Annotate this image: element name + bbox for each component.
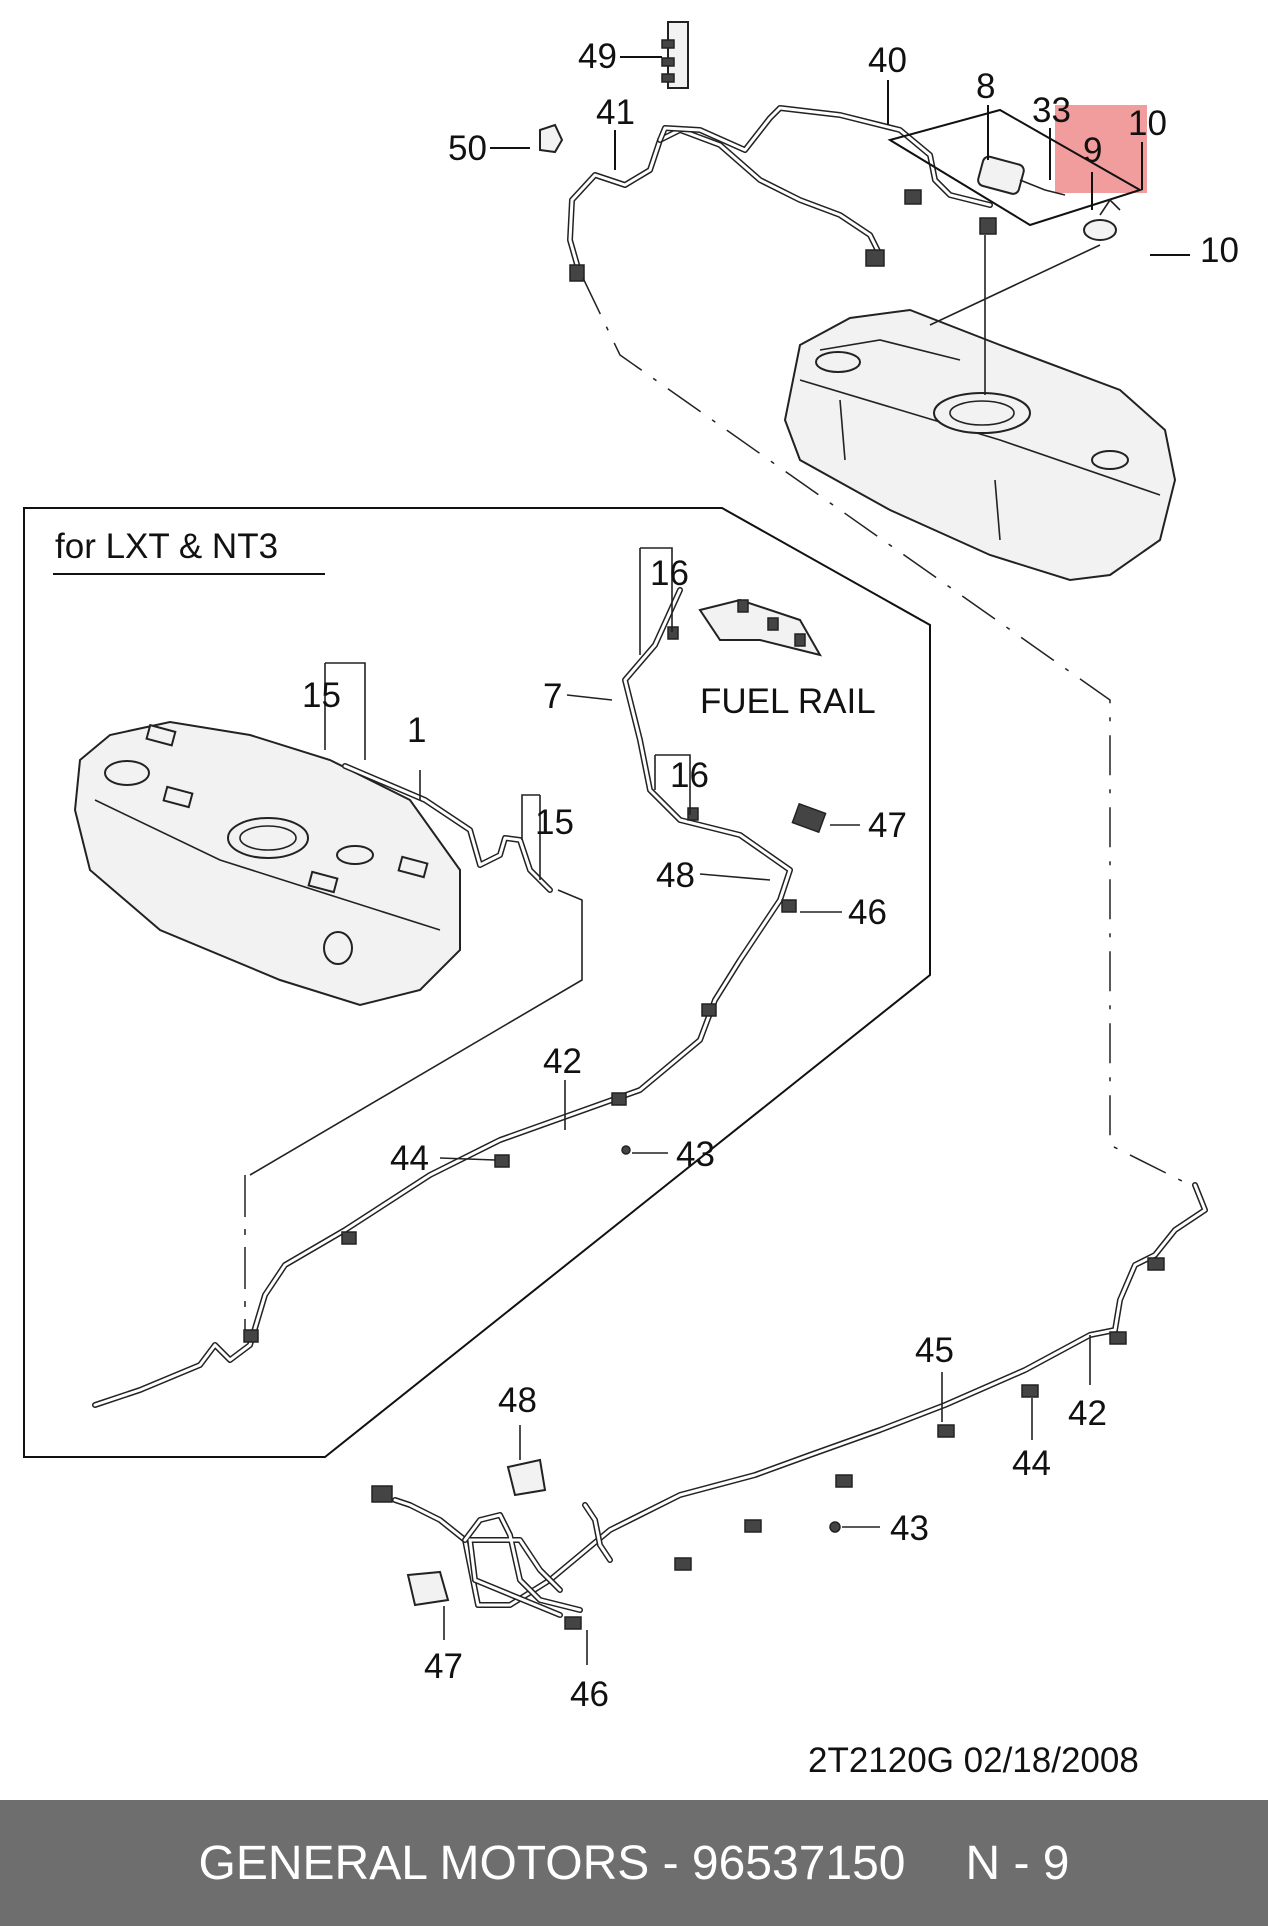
leader-16b (654, 754, 691, 815)
footer-bar: GENERAL MOTORS - 96537150 N - 9 (0, 1800, 1268, 1926)
callout-15b: 15 (535, 803, 574, 842)
fuel-rail-label: FUEL RAIL (700, 682, 876, 721)
part-9-highlight (1055, 105, 1147, 193)
callout-1: 1 (407, 711, 426, 750)
clip-inset-a (341, 1231, 357, 1245)
leader-16a (639, 547, 673, 655)
callout-46b: 46 (570, 1675, 609, 1714)
leader-7 (566, 694, 613, 701)
diagram-code: 2T2120G 02/18/2008 (808, 1741, 1139, 1780)
main-fuel-tank (783, 308, 1177, 582)
clip-lower-44 (1021, 1384, 1039, 1398)
inset-frame (23, 507, 931, 1458)
clip-inset-b (243, 1329, 259, 1343)
callout-49: 49 (578, 37, 617, 76)
clip-lower-46 (564, 1616, 582, 1630)
footer-item-number: N - 9 (965, 1836, 1070, 1890)
leader-15b (521, 794, 541, 880)
bolt-43-lower (829, 1521, 841, 1533)
callout-43a: 43 (676, 1135, 715, 1174)
clip-16a (667, 626, 679, 640)
callout-42b: 42 (1068, 1394, 1107, 1433)
clip-44-inset (494, 1154, 510, 1168)
callout-44a: 44 (390, 1139, 429, 1178)
clip-lower-b (1109, 1331, 1127, 1345)
callout-40: 40 (868, 41, 907, 80)
inset-corner-line (249, 889, 583, 1176)
callout-33: 33 (1032, 91, 1071, 130)
clip-lower-a (1147, 1257, 1165, 1271)
filter-connect-line (929, 244, 1101, 326)
clip-lower-45 (937, 1424, 955, 1438)
fuel-system-diagram: 49 40 8 33 10 9 10 50 41 for LXT & NT3 1… (23, 21, 1239, 1780)
inset-fuel-tank (73, 720, 461, 1007)
fuel-rail (698, 598, 823, 657)
callout-47b: 47 (424, 1647, 463, 1686)
clip-16b (687, 807, 699, 821)
callout-9: 9 (1083, 131, 1102, 170)
part-47-inset (791, 802, 827, 834)
inset-pipe-42 (92, 587, 793, 1408)
inset-title: for LXT & NT3 (55, 527, 278, 566)
callout-44b: 44 (1012, 1444, 1051, 1483)
callout-46a: 46 (848, 893, 887, 932)
connector-lower-end (371, 1485, 393, 1503)
upper-fuel-lines (567, 105, 997, 282)
callout-47a: 47 (868, 806, 907, 845)
bolt-43-inset (621, 1145, 631, 1155)
leader-48a (699, 873, 771, 881)
callout-7: 7 (543, 677, 562, 716)
callout-16a: 16 (650, 554, 689, 593)
callout-10a: 10 (1128, 104, 1167, 143)
guide-line-right (582, 277, 1191, 1186)
callout-42a: 42 (543, 1042, 582, 1081)
clip-lower-d (744, 1519, 762, 1533)
callout-50: 50 (448, 129, 487, 168)
clip-42-inset (611, 1092, 627, 1106)
part-47-lower (406, 1570, 450, 1607)
part-48-lower (506, 1458, 547, 1497)
callout-48a: 48 (656, 856, 695, 895)
callout-45: 45 (915, 1331, 954, 1370)
footer-brand-part: GENERAL MOTORS - 96537150 (198, 1836, 906, 1890)
part-49-clip (661, 21, 689, 89)
callout-43b: 43 (890, 1509, 929, 1548)
callout-16b: 16 (670, 756, 709, 795)
callout-8: 8 (976, 67, 995, 106)
callout-48b: 48 (498, 1381, 537, 1420)
callout-41: 41 (596, 93, 635, 132)
clip-lower-43 (835, 1474, 853, 1488)
clip-inset-c (701, 1003, 717, 1017)
callout-15a: 15 (302, 676, 341, 715)
leader-15a (324, 662, 366, 760)
clip-lower-c (674, 1557, 692, 1571)
fuel-filter (887, 108, 1143, 241)
callout-10b: 10 (1200, 231, 1239, 270)
clip-46-inset (781, 899, 797, 913)
leader-44a (439, 1157, 496, 1161)
part-50-clip (539, 123, 564, 154)
